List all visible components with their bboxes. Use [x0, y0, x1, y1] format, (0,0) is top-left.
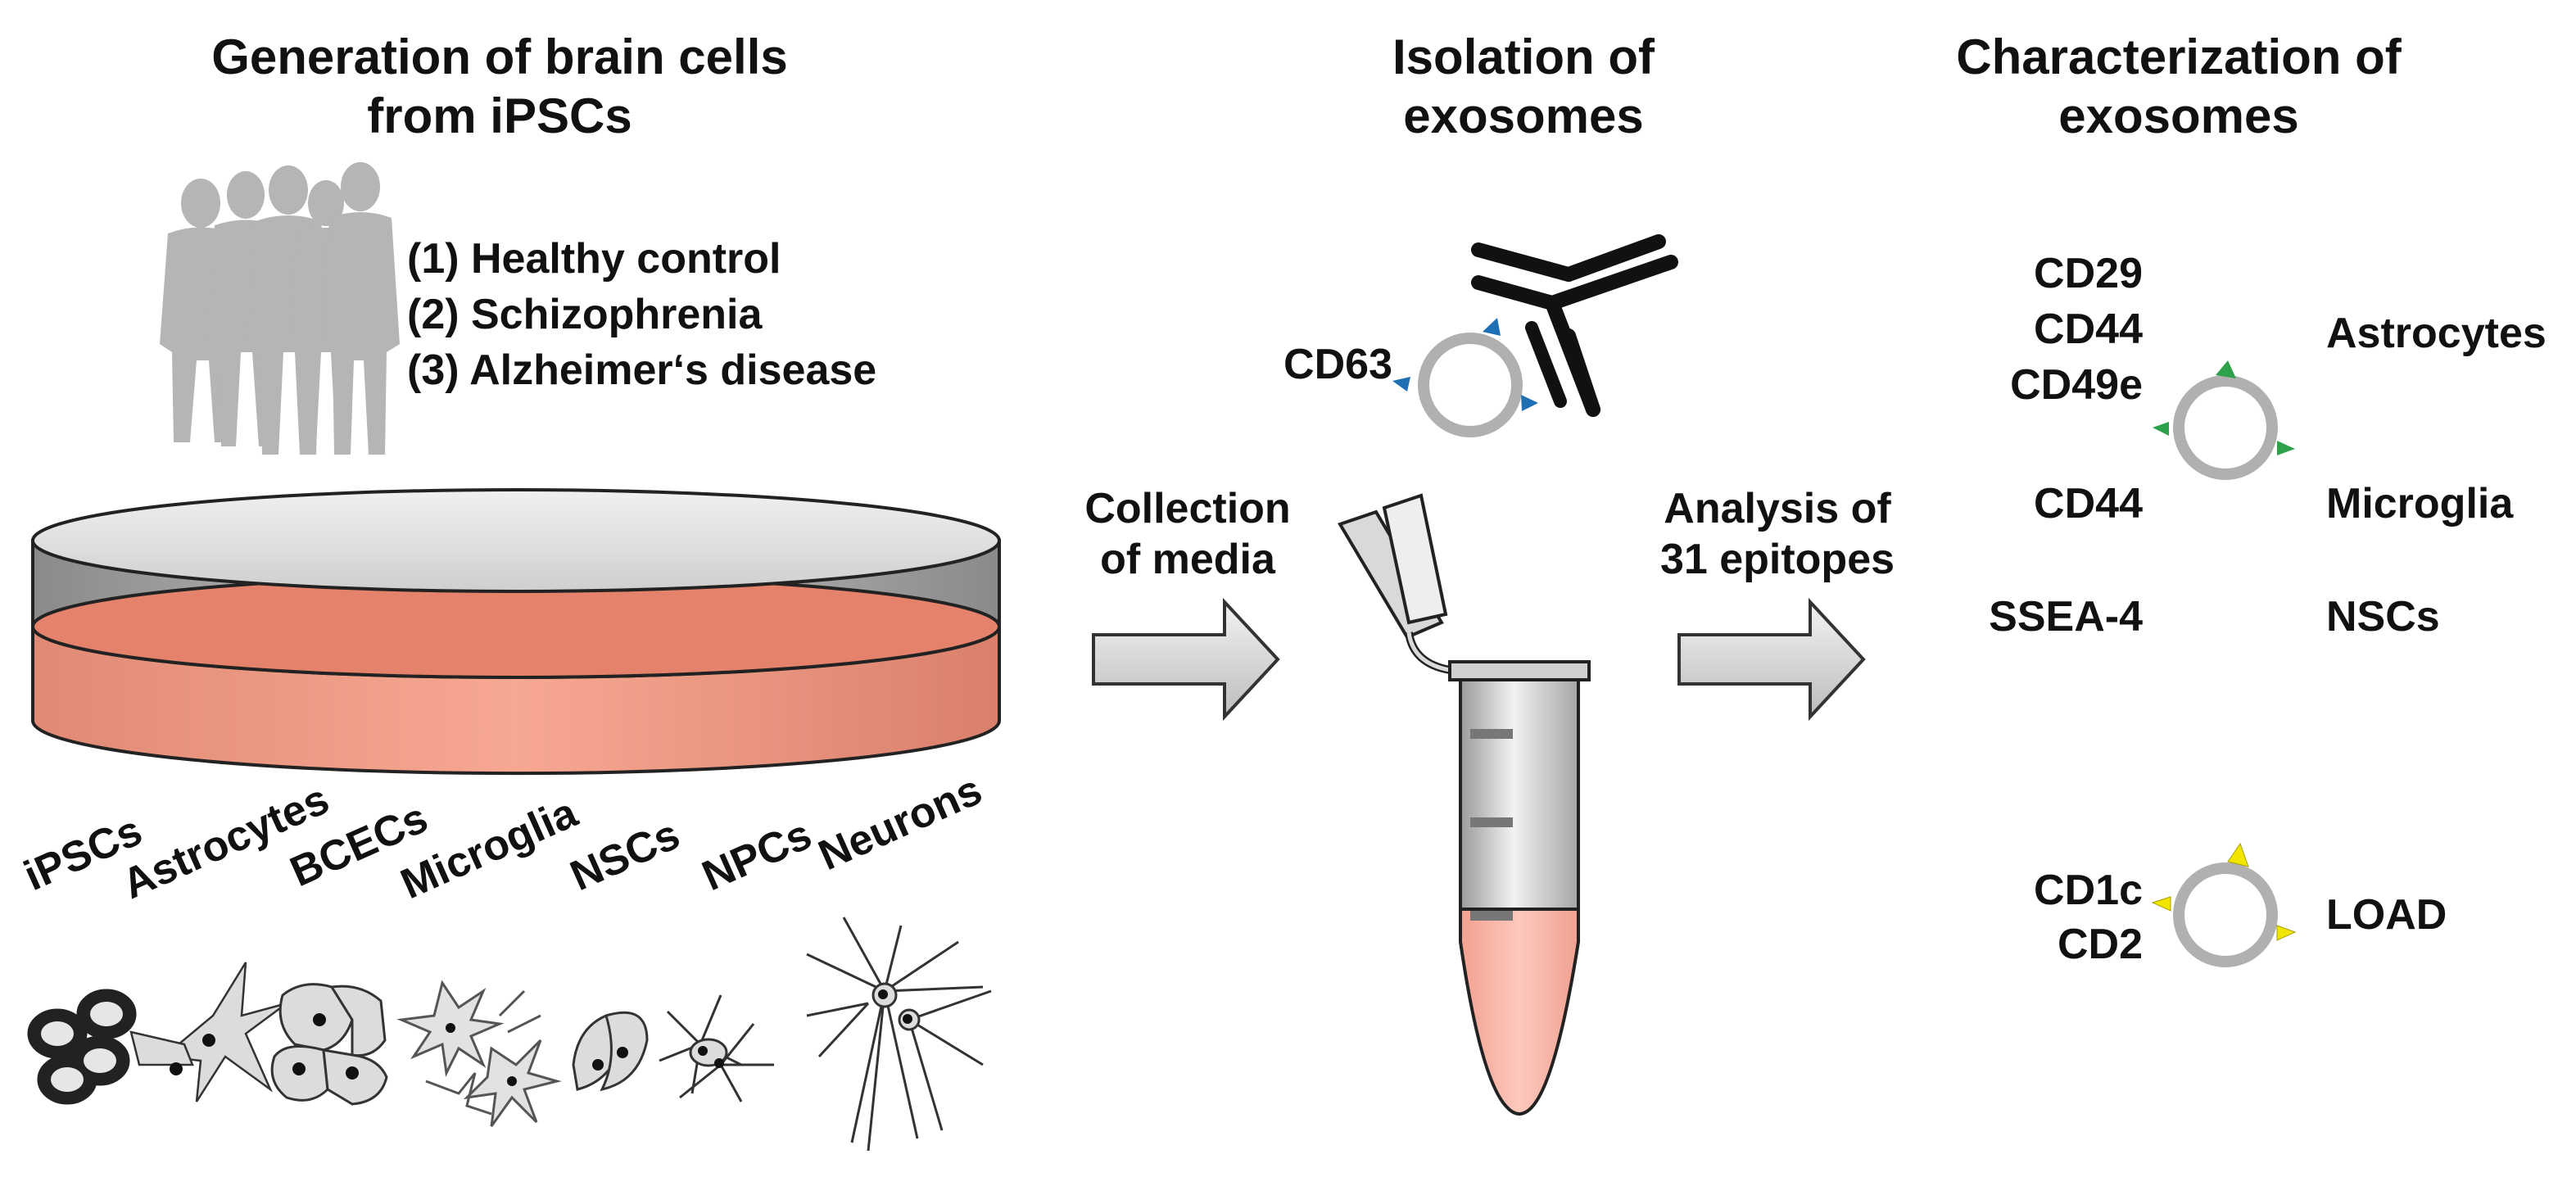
antibody-icon — [1471, 234, 1678, 417]
condition-schizophrenia: (2) Schizophrenia — [407, 291, 763, 338]
load-markers: CD1c CD2 — [1949, 863, 2143, 971]
nsc-cells-icon — [572, 1011, 649, 1092]
collection-line1: Collection — [1084, 485, 1291, 532]
people-silhouette-icon — [160, 162, 400, 455]
microglia-label: Microglia — [2326, 480, 2514, 527]
cd63-exosome-icon — [1392, 318, 1538, 437]
bcec-cells-icon — [270, 983, 388, 1106]
collection-line2: of media — [1100, 536, 1275, 583]
nscs-label: NSCs — [2326, 593, 2440, 641]
microcentrifuge-tube-icon — [1338, 493, 1591, 1116]
marker-cd2: CD2 — [2057, 921, 2143, 968]
marker-ssea4: SSEA-4 — [1989, 593, 2143, 641]
analysis-line1: Analysis of — [1664, 485, 1891, 532]
condition-healthy: (1) Healthy control — [407, 235, 781, 283]
collection-step-label: Collection of media — [1048, 483, 1327, 585]
analysis-line2: 31 epitopes — [1659, 536, 1895, 583]
marker-cd29: CD29 — [2034, 250, 2143, 297]
npc-cells-icon — [659, 994, 774, 1102]
isolation-heading: Isolation of exosomes — [1311, 28, 1736, 146]
analysis-arrow-icon — [1677, 597, 1866, 722]
load-label: LOAD — [2326, 891, 2447, 939]
cd63-label: CD63 — [1283, 341, 1392, 388]
conditions-list: (1) Healthy control (2) Schizophrenia (3… — [407, 231, 876, 398]
characterization-heading-line1: Characterization of — [1956, 29, 2402, 84]
microglia-cells-icon — [396, 980, 562, 1127]
astro-markers: CD29 CD44 CD49e — [1949, 246, 2143, 413]
ipsc-cells-icon — [27, 989, 137, 1105]
marker-cd44-microglia: CD44 — [2034, 480, 2143, 527]
characterization-heading-line2: exosomes — [2058, 88, 2299, 143]
analysis-step-label: Analysis of 31 epitopes — [1630, 483, 1925, 585]
astro-microglia-exosome-icon — [2153, 360, 2295, 480]
generation-heading-line2: from iPSCs — [367, 88, 632, 143]
astrocytes-label: Astrocytes — [2326, 310, 2547, 357]
marker-cd49e: CD49e — [2010, 361, 2143, 409]
condition-alzheimers: (3) Alzheimer‘s disease — [407, 346, 877, 394]
generation-heading-line1: Generation of brain cells — [211, 29, 788, 84]
petri-dish-icon — [31, 488, 1001, 776]
collection-arrow-icon — [1092, 597, 1280, 722]
isolation-heading-line1: Isolation of — [1392, 29, 1655, 84]
marker-cd44-astro: CD44 — [2034, 306, 2143, 353]
astrocyte-cells-icon — [129, 962, 287, 1102]
characterization-heading: Characterization of exosomes — [1884, 28, 2474, 146]
isolation-heading-line2: exosomes — [1403, 88, 1644, 143]
marker-cd1c: CD1c — [2034, 867, 2143, 914]
neuron-cells-icon — [806, 917, 992, 1152]
generation-heading: Generation of brain cells from iPSCs — [147, 28, 852, 146]
load-exosome-icon — [2151, 842, 2297, 967]
